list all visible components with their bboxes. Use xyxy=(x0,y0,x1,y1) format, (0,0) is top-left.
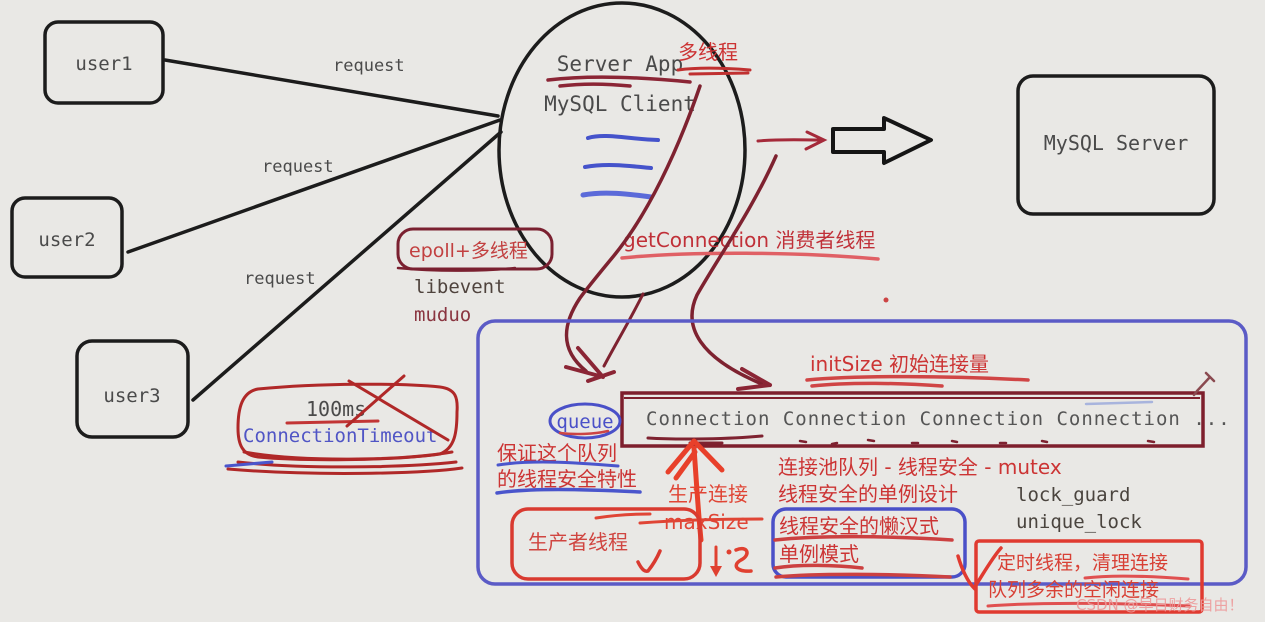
blue-scribble-1 xyxy=(586,134,660,142)
connections-underline xyxy=(646,434,764,445)
queue-note: queue xyxy=(548,402,622,440)
request-line-3 xyxy=(191,130,503,402)
producer-thread: 生产者线程 xyxy=(510,507,702,581)
timeout-duration-underline xyxy=(285,419,380,425)
timer-box xyxy=(974,539,1204,614)
server-ellipse xyxy=(497,1,747,299)
lazy-label-1: 线程安全的懒汉式 xyxy=(779,514,939,538)
queue-label: queue xyxy=(556,411,613,433)
get-connection-underline xyxy=(620,251,880,261)
lazy-singleton: 线程安全的懒汉式 单例模式 xyxy=(771,507,967,579)
curve-to-connections xyxy=(690,154,778,386)
server-app-label: Server App xyxy=(557,52,683,76)
doodle-squiggle xyxy=(734,547,753,573)
connections-label: Connection Connection Connection Connect… xyxy=(646,408,1231,430)
pool-queue-safety-label: 连接池队列 - 线程安全 - mutex xyxy=(778,455,1062,479)
blue-scribble-3 xyxy=(580,190,654,200)
timeout-x-mark xyxy=(345,374,450,442)
muduo-label: muduo xyxy=(414,304,471,326)
stray-red-dot xyxy=(883,297,889,303)
pencil-icon xyxy=(1192,371,1216,397)
client-user1: user1 xyxy=(43,20,165,105)
producer-box xyxy=(510,507,702,581)
produce-arrow-head xyxy=(665,438,725,481)
user2-box xyxy=(10,196,124,279)
doodle-marks xyxy=(710,545,753,577)
request-label-3: request xyxy=(244,269,316,289)
timer-checkmark-icon xyxy=(956,546,1003,591)
server-app-underline xyxy=(546,75,692,88)
doodle-flag xyxy=(710,566,722,577)
unique-lock-label: unique_lock xyxy=(1016,511,1142,533)
user2-label: user2 xyxy=(38,229,95,251)
light-blue-mark xyxy=(1084,400,1154,406)
epoll-box xyxy=(396,227,554,271)
mysql-client-label: MySQL Client xyxy=(544,92,696,116)
timeout-blue-fragment xyxy=(224,460,274,468)
epoll-note: epoll+多线程 xyxy=(396,227,554,272)
timer-underlines xyxy=(986,574,1192,608)
producer-label: 生产者线程 xyxy=(528,530,628,554)
request-label-1: request xyxy=(333,56,405,76)
blue-scribble-2 xyxy=(583,163,653,170)
client-user2: user2 xyxy=(10,196,124,279)
connections-box xyxy=(620,391,1205,448)
produce-label: 生产连接 xyxy=(668,482,748,506)
timer-label-2: 队列多余的空闲连接 xyxy=(988,579,1159,601)
pool-container xyxy=(476,319,1248,586)
queue-safety-note-2: 的线程安全特性 xyxy=(497,467,637,491)
singleton-label: 线程安全的单例设计 xyxy=(778,482,958,506)
multithread-note: 多线程 xyxy=(678,40,738,64)
arrowhead-left xyxy=(564,346,616,383)
mysql-server: MySQL Server xyxy=(1016,74,1216,216)
doodle-dot xyxy=(726,549,732,555)
queue-underline xyxy=(558,429,610,436)
user1-box xyxy=(43,20,165,105)
queue-oval xyxy=(548,402,622,440)
request-line-2 xyxy=(126,118,502,254)
epoll-box-doublestroke xyxy=(396,266,517,272)
user3-box xyxy=(75,339,190,439)
mysql-server-box xyxy=(1016,74,1216,216)
timer-thread: 定时线程，清理连接 队列多余的空闲连接 xyxy=(956,539,1204,614)
mysql-server-label: MySQL Server xyxy=(1044,131,1189,155)
libevent-label: libevent xyxy=(414,276,506,298)
connections-dots xyxy=(798,438,1156,446)
red-arrow-to-server xyxy=(756,130,828,151)
connections-row: Connection Connection Connection Connect… xyxy=(620,371,1231,448)
lazy-box xyxy=(771,507,967,579)
get-connection-label: getConnection 消费者线程 xyxy=(623,228,875,252)
watermark: CSDN @早日财务自由！ xyxy=(1076,596,1244,614)
lock-guard-label: lock_guard xyxy=(1016,484,1130,506)
curve-to-queue-2 xyxy=(602,292,645,368)
arrowhead-right xyxy=(736,367,772,391)
timeout-note: 100ms ConnectionTimeout xyxy=(224,374,464,475)
producer-checkmark-icon xyxy=(636,549,662,573)
request-label-2: request xyxy=(262,157,334,177)
lazy-underlines xyxy=(773,534,954,579)
user1-label: user1 xyxy=(75,53,132,75)
client-user3: user3 xyxy=(75,339,190,439)
init-size-label: initSize 初始连接量 xyxy=(810,352,989,376)
user3-label: user3 xyxy=(103,385,160,407)
epoll-label: epoll+多线程 xyxy=(409,240,528,262)
queue-note-blueline-1 xyxy=(496,460,620,468)
multithread-underline xyxy=(676,66,752,76)
timer-label-1: 定时线程，清理连接 xyxy=(997,552,1168,574)
queue-note-blueline-2 xyxy=(495,487,642,495)
init-size-underline xyxy=(805,374,1030,388)
curve-to-queue xyxy=(564,84,702,373)
block-arrow-icon xyxy=(831,116,933,165)
lazy-label-2: 单例模式 xyxy=(779,542,859,566)
timeout-name-label: ConnectionTimeout xyxy=(243,425,437,447)
request-line-1 xyxy=(163,58,500,118)
